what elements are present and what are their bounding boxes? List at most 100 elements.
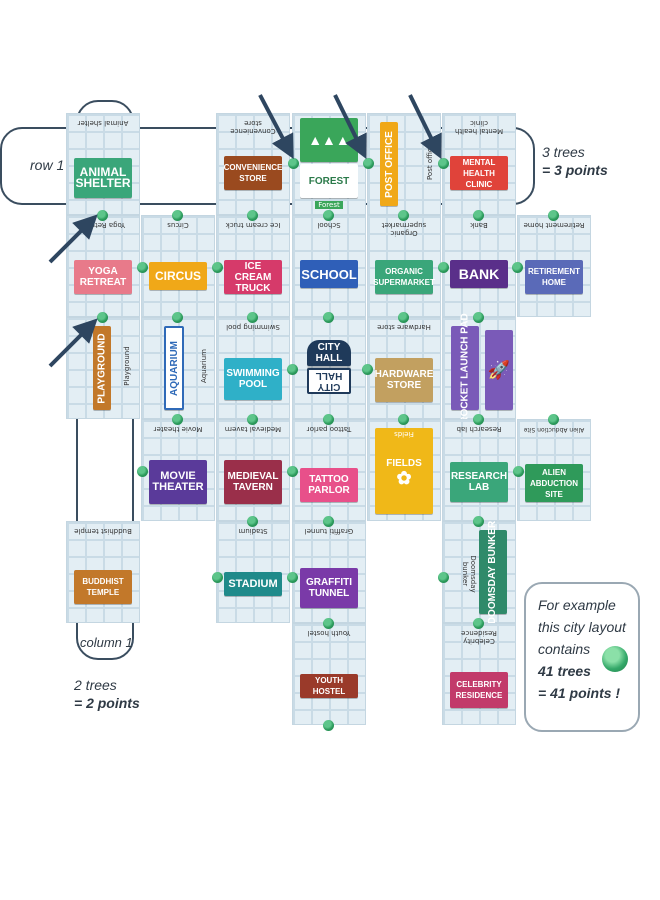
tree: [438, 572, 449, 583]
tree: [212, 262, 223, 273]
tree: [362, 364, 373, 375]
tile-animal-shelter: Animal shelter ANIMAL SHELTER: [66, 113, 140, 215]
tile-buddhist-temple: Buddhist temple BUDDHIST TEMPLE: [66, 521, 140, 623]
tree: [287, 364, 298, 375]
tile-sign: PLAYGROUND: [93, 326, 111, 410]
tile-sign: YOUTH HOSTEL: [300, 674, 358, 698]
tree: [172, 210, 183, 221]
tree: [323, 414, 334, 425]
tile-hardware-store: Hardware store HARDWARE STORE: [367, 317, 441, 419]
tile-graffiti-tunnel: Graffiti tunnel GRAFFITI TUNNEL: [292, 521, 366, 623]
tile-sign: TATTOO PARLOR: [300, 468, 358, 502]
tile-sign: ANIMAL SHELTER: [74, 158, 132, 198]
rocket-icon: 🚀: [485, 330, 513, 410]
tree: [398, 414, 409, 425]
tree: [288, 158, 299, 169]
tree: [172, 312, 183, 323]
row-points-line2: = 3 points: [542, 162, 608, 178]
tile-label: Forest: [315, 201, 343, 209]
tile-sign: MOVIE THEATER: [149, 460, 207, 504]
tile-sign: CIRCUS: [149, 262, 207, 290]
row-points-caption: 3 trees = 3 points: [542, 143, 608, 179]
tile-research-lab: Research lab RESEARCH LAB: [442, 419, 516, 521]
tree: [438, 158, 449, 169]
tile-sign-title: FIELDS: [386, 458, 422, 469]
tile-sign: CITY HALL: [307, 340, 351, 366]
tile-stadium: Stadium STADIUM: [216, 521, 290, 623]
tree: [137, 466, 148, 477]
tree: [323, 312, 334, 323]
tile-ice-cream-truck: Ice cream truck ICE CREAM TRUCK: [216, 215, 290, 317]
tile-sign: RETIREMENT HOME: [525, 260, 583, 294]
tree-icon: [602, 646, 628, 672]
tree: [323, 618, 334, 629]
column-points-line2: = 2 points: [74, 695, 140, 711]
tree: [473, 618, 484, 629]
example-line2: this city layout: [538, 619, 626, 635]
tile-fields: FIELDS ✿ Fields: [367, 419, 441, 521]
tile-aquarium: AQUARIUM Aquarium: [141, 317, 215, 419]
tree: [473, 516, 484, 527]
example-line5: = 41 points !: [538, 685, 621, 701]
tile-sign: SCHOOL: [300, 260, 358, 288]
tree: [212, 572, 223, 583]
tree: [323, 516, 334, 527]
tree: [323, 210, 334, 221]
tile-sign: GRAFFITI TUNNEL: [300, 568, 358, 608]
tile-sign: POST OFFICE: [380, 122, 398, 206]
row-points-line1: 3 trees: [542, 144, 585, 160]
tile-sign: BANK: [450, 260, 508, 288]
tile-sign: FOREST: [300, 164, 358, 198]
tile-sign: CELEBRITY RESIDENCE: [450, 672, 508, 708]
tile-alien-abduction-site: Alien Abduction Site ALIEN ABDUCTION SIT…: [517, 419, 591, 521]
example-callout: For example this city layout contains 41…: [524, 582, 640, 732]
tile-sign: CONVENIENCE STORE: [224, 156, 282, 190]
arrow: [48, 214, 98, 264]
tile-sign: ALIEN ABDUCTION SITE: [525, 464, 583, 502]
tile-circus: Circus CIRCUS: [141, 215, 215, 317]
tree: [323, 720, 334, 731]
tile-rocket-launch-pad: ROCKET LAUNCH PAD 🚀: [442, 313, 516, 423]
tree: [512, 262, 523, 273]
tile-sign: STADIUM: [224, 572, 282, 596]
tree: [97, 210, 108, 221]
tile-sign: ORGANIC SUPERMARKET: [373, 260, 435, 294]
row-caption: row 1: [30, 157, 65, 173]
tile-sign: ROCKET LAUNCH PAD: [451, 313, 479, 423]
tree: [473, 312, 484, 323]
tile-celebrity-residence: Celebrity Residence CELEBRITY RESIDENCE: [442, 623, 516, 725]
tree: [398, 312, 409, 323]
tile-sign: DOOMSDAY BUNKER: [479, 520, 507, 624]
tile-sign: HARDWARE STORE: [375, 358, 433, 402]
tree: [247, 516, 258, 527]
example-line4: 41 trees: [538, 663, 591, 679]
tile-youth-hostel: Youth hostel YOUTH HOSTEL: [292, 623, 366, 725]
example-line1: For example: [538, 597, 616, 613]
tile-movie-theater: Movie theater MOVIE THEATER: [141, 419, 215, 521]
column-points-line1: 2 trees: [74, 677, 117, 693]
tile-retirement-home: Retirement home RETIREMENT HOME: [517, 215, 591, 317]
tree: [247, 414, 258, 425]
tree: [548, 210, 559, 221]
arrow: [333, 94, 367, 160]
arrow: [258, 94, 294, 160]
tile-sign: AQUARIUM: [164, 326, 184, 410]
tile-sign: BUDDHIST TEMPLE: [74, 570, 132, 604]
tile-medieval-tavern: Medieval tavern MEDIEVAL TAVERN: [216, 419, 290, 521]
tile-sign: MEDIEVAL TAVERN: [224, 460, 282, 504]
wheat-icon: ✿: [396, 468, 412, 488]
arrow: [48, 318, 98, 368]
tile-mental-health-clinic: Mental health clinic MENTAL HEALTH CLINI…: [442, 113, 516, 215]
tile-swimming-pool: Swimming pool SWIMMING POOL: [216, 317, 290, 419]
tree: [473, 210, 484, 221]
tile-sign: FIELDS ✿: [375, 428, 433, 514]
tree: [247, 210, 258, 221]
tree: [287, 572, 298, 583]
tree: [473, 414, 484, 425]
tile-bank: Bank BANK: [442, 215, 516, 317]
tile-doomsday-bunker: DOOMSDAY BUNKER Doomsday bunker: [442, 520, 516, 624]
tile-sign: RESEARCH LAB: [450, 462, 508, 502]
tree: [287, 466, 298, 477]
